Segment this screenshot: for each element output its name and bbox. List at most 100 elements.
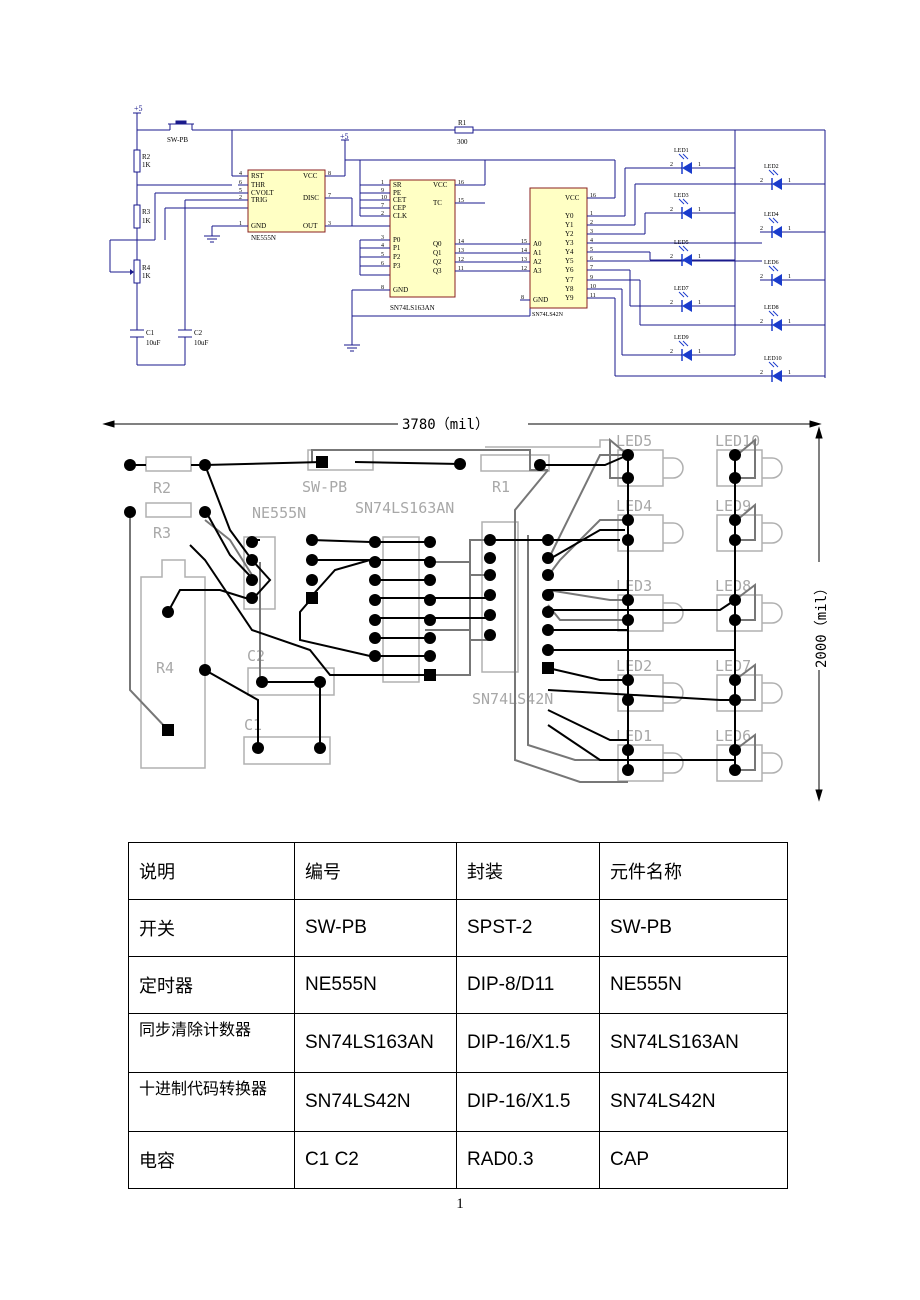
- counter-pin-label: VCC: [433, 181, 448, 189]
- led-pin-number: 2: [670, 254, 673, 260]
- led-pin-number: 2: [760, 274, 763, 280]
- pcb-led-outline: [617, 744, 664, 782]
- pcb-pad: [306, 534, 318, 546]
- pcb-pad: [729, 764, 741, 776]
- pcb-led-outline: [617, 594, 664, 632]
- pcb-led-outline: [617, 449, 664, 487]
- pcb-led-outline: [716, 674, 763, 712]
- pcb-pad: [316, 456, 328, 468]
- pcb-pad: [306, 554, 318, 566]
- pcb-led-label: LED4: [616, 497, 652, 515]
- ne555-pin-label: VCC: [303, 172, 318, 180]
- pcb-pad: [729, 614, 741, 626]
- table-cell: SN74LS163AN: [294, 1013, 457, 1073]
- ne555-pin-label: RST: [251, 172, 265, 180]
- pcb-pad: [369, 650, 381, 662]
- r3-symbol: [133, 204, 141, 229]
- pcb-led-label: LED6: [715, 727, 751, 745]
- table-cell: DIP-16/X1.5: [456, 1072, 600, 1132]
- pcb-pad: [424, 669, 436, 681]
- led-symbol: [772, 274, 782, 286]
- pcb-pad: [484, 589, 496, 601]
- pcb-pad: [729, 472, 741, 484]
- led-pin-number: 1: [788, 319, 791, 325]
- led-label: LED8: [764, 305, 779, 311]
- counter-pin-number: 12: [458, 257, 464, 263]
- pcb-pad: [729, 694, 741, 706]
- decoder-pin-label: A2: [533, 258, 542, 266]
- led-pin-number: 1: [698, 349, 701, 355]
- decoder-pin-label: A3: [533, 267, 542, 275]
- pcb-pad: [369, 556, 381, 568]
- led-pin-number: 2: [670, 349, 673, 355]
- ne555-pin-label: GND: [251, 222, 266, 230]
- decoder-pin-label: VCC: [565, 194, 580, 202]
- decoder-pin-number: 7: [590, 265, 593, 271]
- counter-pin-label: P3: [393, 262, 401, 270]
- r3-silk: R3: [153, 524, 171, 542]
- ne555-pin-number: 2: [239, 195, 242, 201]
- pcb-pad: [622, 449, 634, 461]
- decoder-pin-number: 8: [521, 295, 524, 301]
- table-row: 定时器 NE555N DIP-8/D11 NE555N: [128, 956, 788, 1014]
- led-pin-number: 1: [698, 162, 701, 168]
- table-cell: CAP: [599, 1131, 788, 1189]
- decoder-pin-label: Y9: [565, 294, 574, 302]
- pcb-layout: 3780（mil） 2000（mil） R2 R3 R4 SW-PB R1 NE…: [102, 414, 830, 802]
- decoder-chip: [529, 187, 588, 309]
- page-number: 1: [456, 1196, 464, 1212]
- pcb-led-label: LED8: [715, 577, 751, 595]
- pcb-led-label: LED7: [715, 657, 751, 675]
- ne555-pin-label: THR: [251, 181, 265, 189]
- led-symbol: [682, 349, 692, 361]
- decoder-pin-number: 15: [521, 239, 527, 245]
- c2-silk: C2: [247, 647, 265, 665]
- pcb-pad: [534, 459, 546, 471]
- led-pin-number: 2: [760, 319, 763, 325]
- led-symbol: [682, 162, 692, 174]
- counter-pin-label: Q2: [433, 258, 442, 266]
- r2-symbol: [133, 149, 141, 173]
- led-label: LED1: [674, 148, 689, 154]
- ne555-pin-number: 1: [239, 221, 242, 227]
- pcb-pad: [199, 459, 211, 471]
- counter-pin-number: 1: [381, 180, 384, 186]
- led-label: LED4: [764, 212, 779, 218]
- r1-ref: R1: [458, 119, 467, 127]
- pcb-led-label: LED3: [616, 577, 652, 595]
- pcb-pad: [622, 514, 634, 526]
- table-cell: 十进制代码转换器: [128, 1072, 295, 1132]
- pcb-pad: [622, 764, 634, 776]
- pcb-pad: [369, 594, 381, 606]
- power-label-2: +5: [340, 132, 349, 141]
- r3-ref: R3: [142, 208, 151, 216]
- decoder-pin-number: 13: [521, 257, 527, 263]
- table-cell: 定时器: [128, 956, 295, 1014]
- table-cell: NE555N: [294, 956, 457, 1014]
- pcb-pad: [256, 676, 268, 688]
- counter-pin-label: Q3: [433, 267, 442, 275]
- table-row: 开关 SW-PB SPST-2 SW-PB: [128, 899, 788, 957]
- decoder-pin-number: 6: [590, 256, 593, 262]
- led-label: LED3: [674, 193, 689, 199]
- power-label-1: +5: [134, 104, 143, 113]
- pcb-pad: [246, 554, 258, 566]
- led-pin-number: 2: [760, 226, 763, 232]
- pcb-led-outline: [716, 744, 763, 782]
- table-header-row: 说明 编号 封装 元件名称: [128, 842, 788, 900]
- led-pin-number: 1: [788, 370, 791, 376]
- r4-value: 1K: [142, 272, 151, 280]
- led-symbol: [772, 319, 782, 331]
- height-dimension-label: 2000（mil）: [814, 581, 830, 668]
- led-pin-number: 2: [760, 178, 763, 184]
- decoder-pin-label: Y5: [565, 257, 574, 265]
- header-cell: 元件名称: [599, 842, 788, 900]
- led-pin-number: 2: [760, 370, 763, 376]
- decoder-pin-label: Y0: [565, 212, 574, 220]
- pcb-pad: [252, 742, 264, 754]
- pcb-pad: [369, 536, 381, 548]
- pcb-pad: [314, 676, 326, 688]
- c1-silk: C1: [244, 716, 262, 734]
- pcb-pad: [729, 534, 741, 546]
- pcb-pad: [729, 514, 741, 526]
